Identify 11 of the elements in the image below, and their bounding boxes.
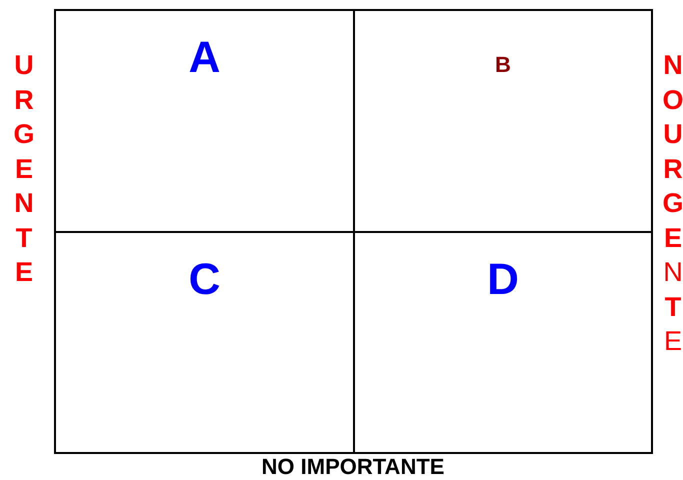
quadrant-cell — [54, 9, 355, 233]
quadrant-cell — [353, 9, 653, 233]
axis-label: URGENTE — [12, 49, 36, 289]
quadrant-letter: D — [487, 255, 519, 306]
axis-label: NO IMPORTANTE — [260, 454, 446, 480]
quadrant-letter: B — [495, 52, 511, 78]
quadrant-letter: A — [188, 33, 220, 84]
quadrant-letter: C — [188, 255, 220, 306]
axis-label: NO URGENTE — [661, 49, 683, 358]
quadrant-cell — [353, 231, 653, 454]
quadrant-cell — [54, 231, 355, 454]
